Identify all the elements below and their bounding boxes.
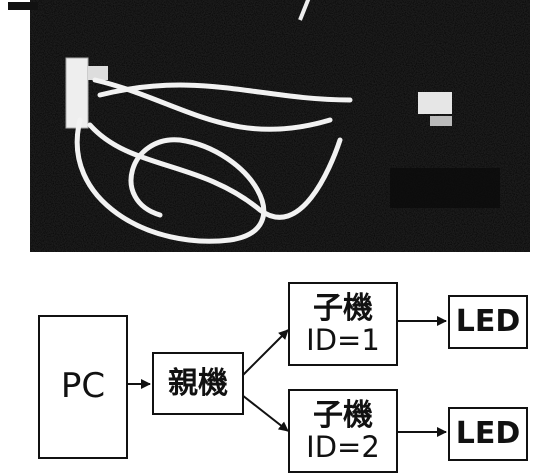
led-2-label: LED <box>456 418 521 450</box>
led-1-box: LED <box>448 295 528 349</box>
child-unit-1-label: 子機 <box>313 293 373 325</box>
child-unit-2-box: 子機 ID=2 <box>288 389 398 473</box>
parent-unit-label: 親機 <box>168 368 228 400</box>
child-unit-2-id: ID=2 <box>306 432 380 462</box>
parent-unit-box: 親機 <box>152 352 244 415</box>
arrow-parent-to-child1 <box>242 330 288 376</box>
child-unit-2-label: 子機 <box>313 400 373 432</box>
arrow-parent-to-child2 <box>242 395 288 431</box>
pc-label: PC <box>61 369 105 405</box>
child-unit-1-id: ID=1 <box>306 325 380 355</box>
led-1-label: LED <box>456 306 521 338</box>
led-2-box: LED <box>448 407 528 461</box>
pc-box: PC <box>38 315 128 459</box>
child-unit-1-box: 子機 ID=1 <box>288 282 398 366</box>
